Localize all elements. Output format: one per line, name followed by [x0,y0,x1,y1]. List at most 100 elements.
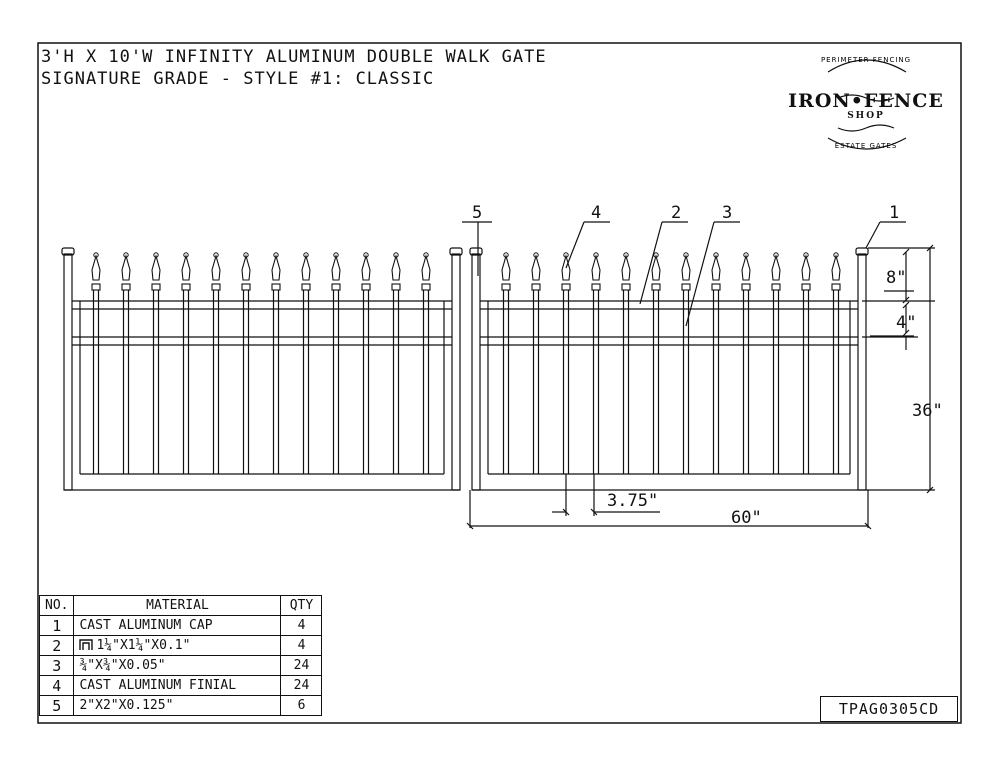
finial-tip [363,252,369,258]
finial-tip [333,252,339,258]
bill-of-materials: NO. MATERIAL QTY 1 CAST ALUMINUM CAP 4 2… [38,595,323,716]
dim-tick [466,522,474,530]
table-row: 1 CAST ALUMINUM CAP 4 [38,615,323,636]
bom-material-text: 1¼"X1¼"X0.1" [96,638,191,653]
dim-tick [926,244,934,252]
finial-collar [211,283,221,291]
drawing-subtitle: SIGNATURE GRADE - STYLE #1: CLASSIC [41,69,435,89]
gate-post [63,253,73,491]
drawing-title: 3'H X 10'W INFINITY ALUMINUM DOUBLE WALK… [41,47,547,67]
finial-collar [711,283,721,291]
finial-collar [501,283,511,291]
dim-tick [864,522,872,530]
finial-tip [273,252,279,258]
bom-material: CAST ALUMINUM FINIAL [73,675,282,696]
finial-tip [93,252,99,258]
logo-main-text: IRON•FENCE [788,90,944,112]
finial-tip [243,252,249,258]
finial-collar [301,283,311,291]
finial-collar [271,283,281,291]
post-cap [855,247,869,256]
leader-1 [865,221,881,249]
finial [271,253,281,281]
logo-bottom-arc-text: ESTATE GATES [834,142,898,150]
dim-tick [902,329,910,337]
finial-collar [831,283,841,291]
post-cap [469,247,483,256]
finial [561,253,571,281]
finial-tip [623,252,629,258]
finial-collar [361,283,371,291]
finial-tip [153,252,159,258]
finial-tip [563,252,569,258]
dim-picket-spacing: 3.75" [607,491,659,511]
finial [771,253,781,281]
finial [391,253,401,281]
post-cap [449,247,463,256]
finial-collar [151,283,161,291]
callout-3: 3 [722,203,733,223]
gate-post [451,253,461,491]
bom-header-qty: QTY [280,595,323,616]
table-row: 2 1¼"X1¼"X0.1" 4 [38,635,323,656]
finial-collar [531,283,541,291]
finial [301,253,311,281]
finial-collar [561,283,571,291]
finial-collar [241,283,251,291]
finial [121,253,131,281]
table-row: 3 ¾"X¾"X0.05" 24 [38,655,323,676]
bom-no: 5 [38,695,75,716]
finial [361,253,371,281]
bom-qty: 24 [280,675,323,696]
bom-qty: 4 [280,635,323,656]
dim-tick [902,301,910,309]
callout-leaders [462,221,906,327]
finial-tip [393,252,399,258]
bom-no: 2 [38,635,75,656]
finial-tip [593,252,599,258]
finial-tip [503,252,509,258]
bom-qty: 6 [280,695,323,716]
finial [681,253,691,281]
finial-tip [743,252,749,258]
bom-no: 3 [38,655,75,676]
dim-rail-spacing: 4" [896,313,917,333]
bom-material: CAST ALUMINUM CAP [73,615,282,636]
finial-collar [181,283,191,291]
bom-qty: 4 [280,615,323,636]
finial [241,253,251,281]
finial [501,253,511,281]
leader-2 [639,221,663,305]
dim-tick [926,486,934,494]
finial-collar [771,283,781,291]
finial-tip [533,252,539,258]
finial-tip [773,252,779,258]
dim-tick [590,508,598,516]
finial-tip [303,252,309,258]
finial-collar [741,283,751,291]
finial-tip [423,252,429,258]
logo-sub-text: SHOP [847,111,885,121]
finial-collar [331,283,341,291]
finial [331,253,341,281]
post-cap [61,247,75,256]
finial-tip [213,252,219,258]
company-logo: PERIMETER FENCING IRON•FENCE SHOP ESTATE… [776,50,956,160]
finial-collar [121,283,131,291]
finial [421,253,431,281]
finial-collar [391,283,401,291]
finial [211,253,221,281]
gate-post [471,253,481,491]
logo-top-arc-text: PERIMETER FENCING [820,56,912,64]
finial [591,253,601,281]
bom-header-material: MATERIAL [73,595,282,616]
dim-width: 60" [731,508,762,528]
finial [741,253,751,281]
gate-post [857,253,867,491]
finial-tip [183,252,189,258]
finial-tip [833,252,839,258]
finial-collar [681,283,691,291]
bom-no: 4 [38,675,75,696]
